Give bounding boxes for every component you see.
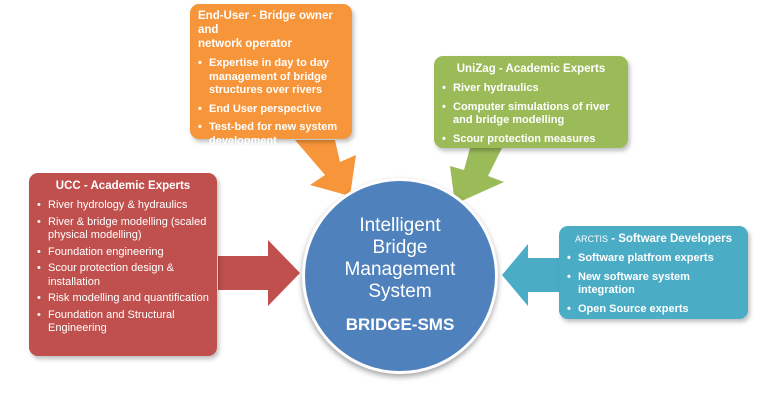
bullet-icon: •: [567, 302, 571, 315]
end-user-title: End-User - Bridge owner and network oper…: [198, 9, 344, 51]
bullet-icon: •: [198, 57, 202, 69]
unizag-arrow: [450, 148, 504, 204]
list-item: • Computer simulations of river and bridg…: [442, 101, 620, 128]
system-name-line: Management: [344, 259, 456, 280]
unizag-list: • River hydraulics • Computer simulations …: [442, 82, 620, 146]
ucc-box: UCC - Academic Experts • River hydrology …: [29, 173, 217, 356]
list-item: • New software system integration: [567, 271, 740, 298]
arctis-arrow: [502, 244, 559, 306]
bullet-icon: •: [442, 132, 446, 145]
bullet-icon: •: [442, 82, 446, 94]
list-item: • End User perspective: [198, 103, 344, 117]
list-item-text: Scour protection design & installation: [48, 262, 174, 288]
ucc-list: • River hydrology & hydraulics • River & b…: [37, 199, 209, 336]
list-item: • Software platfrom experts: [567, 252, 740, 266]
list-item-text: Test-bed for new system development: [209, 121, 338, 147]
ucc-arrow: [218, 240, 300, 306]
list-item-text: Computer simulations of river and bridge…: [453, 100, 610, 127]
bullet-icon: •: [567, 252, 571, 264]
end-user-arrow: [295, 140, 356, 196]
bullet-icon: •: [567, 270, 571, 283]
list-item-text: Scour protection measures: [453, 132, 596, 145]
bullet-icon: •: [37, 215, 41, 228]
system-name-line: Bridge: [372, 237, 428, 258]
bullet-icon: •: [198, 121, 202, 133]
unizag-box: UniZag - Academic Experts • River hydraul…: [434, 56, 628, 148]
arctis-logo-text: ARCTIS: [575, 234, 609, 244]
list-item: • Risk modelling and quantification: [37, 292, 209, 306]
list-item-text: River & bridge modelling (scaled physica…: [48, 215, 207, 242]
unizag-title: UniZag - Academic Experts: [456, 63, 606, 75]
bullet-icon: •: [442, 100, 446, 113]
list-item: • Scour protection design & installation: [37, 262, 209, 289]
list-item: • Foundation and Structural Engineering: [37, 309, 209, 336]
list-item: • Test-bed for new system development: [198, 121, 344, 148]
system-name-line: Intelligent: [359, 215, 441, 236]
bullet-icon: •: [198, 102, 202, 115]
list-item-text: Risk modelling and quantification: [48, 292, 209, 304]
system-name-line: System: [368, 281, 432, 302]
list-item-text: Foundation engineering: [48, 245, 164, 258]
end-user-title-line2: network operator: [198, 38, 292, 50]
end-user-title-line1: End-User - Bridge owner and: [198, 10, 333, 36]
list-item: • Scour protection measures: [442, 133, 620, 147]
list-item-text: End User perspective: [209, 102, 322, 115]
list-item: • Open Source experts: [567, 303, 740, 317]
list-item: • River hydrology & hydraulics: [37, 199, 209, 213]
central-system-circle: Intelligent Bridge Management System BRI…: [302, 178, 498, 374]
bullet-icon: •: [37, 262, 41, 274]
list-item-text: River hydrology & hydraulics: [48, 199, 188, 211]
list-item: • River hydraulics: [442, 82, 620, 96]
bullet-icon: •: [37, 308, 41, 321]
arctis-box: ARCTIS - Software Developers • Software p…: [559, 226, 748, 319]
arctis-title-suffix: - Software Developers: [608, 233, 732, 245]
system-name: Intelligent Bridge Management System: [305, 215, 495, 303]
end-user-box: End-User - Bridge owner and network oper…: [190, 4, 352, 147]
list-item-text: New software system integration: [578, 270, 690, 297]
arctis-list: • Software platfrom experts • New software…: [567, 252, 740, 316]
list-item-text: River hydraulics: [453, 82, 539, 94]
end-user-list: • Expertise in day to day management of b…: [198, 57, 344, 148]
ucc-title: UCC - Academic Experts: [55, 180, 191, 192]
bullet-icon: •: [37, 292, 41, 304]
system-acronym: BRIDGE-SMS: [345, 315, 455, 334]
list-item-text: Expertise in day to day management of br…: [209, 57, 329, 96]
list-item-text: Software platfrom experts: [578, 252, 714, 264]
bullet-icon: •: [37, 245, 41, 258]
list-item: • River & bridge modelling (scaled physic…: [37, 216, 209, 243]
bullet-icon: •: [37, 199, 41, 211]
list-item: • Foundation engineering: [37, 246, 209, 260]
arctis-title: ARCTIS - Software Developers: [567, 232, 740, 246]
list-item: • Expertise in day to day management of b…: [198, 57, 344, 98]
list-item-text: Foundation and Structural Engineering: [48, 308, 175, 335]
list-item-text: Open Source experts: [578, 302, 689, 315]
